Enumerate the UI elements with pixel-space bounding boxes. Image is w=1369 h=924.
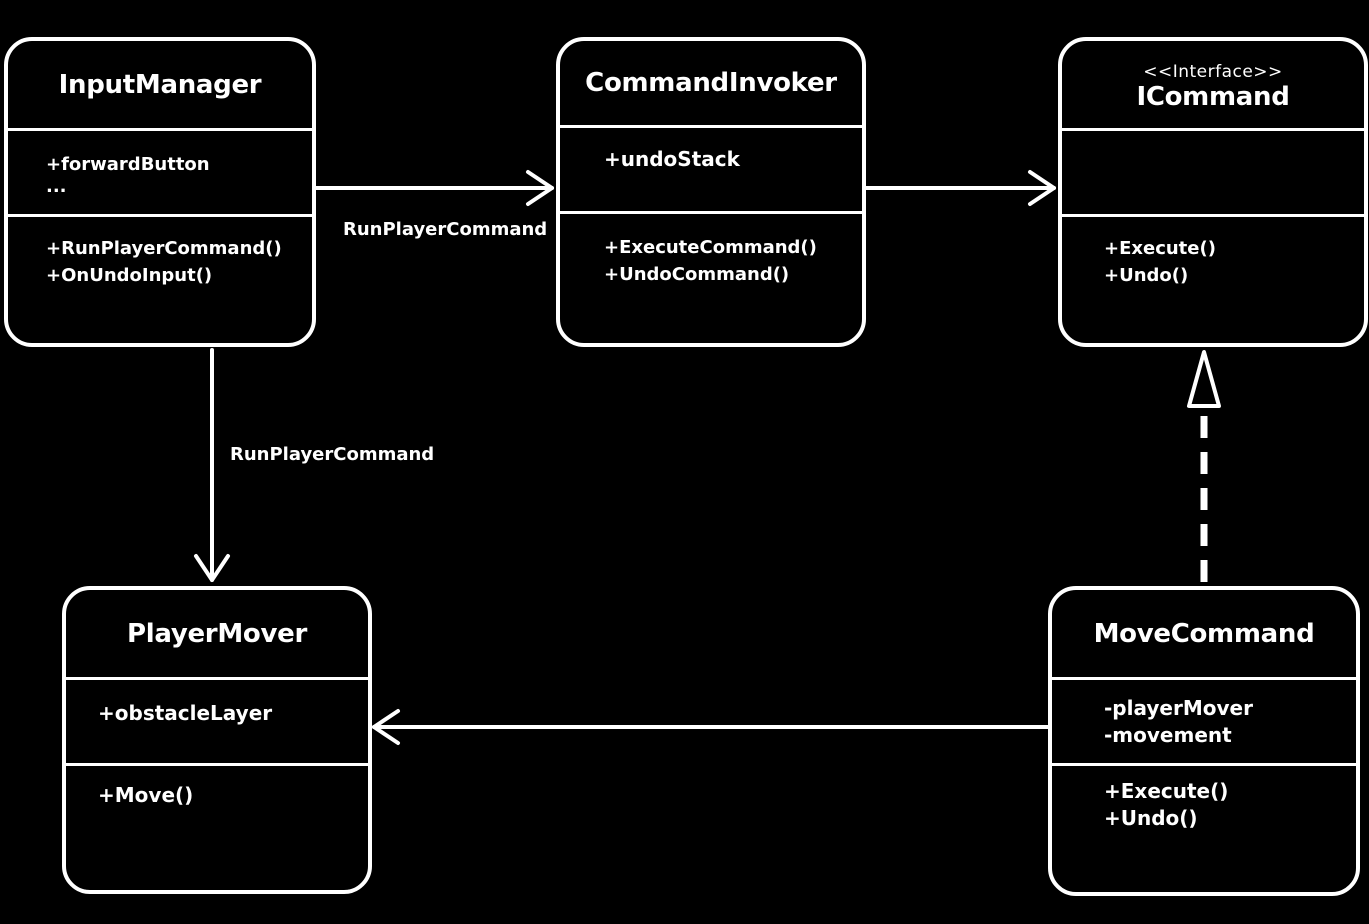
- attributes-compartment: [1062, 131, 1364, 217]
- attribute: -playerMover: [1104, 696, 1253, 720]
- attributes-compartment: +undoStack: [560, 128, 862, 214]
- class-stereotype: <<Interface>>: [1143, 61, 1283, 82]
- operation: +Execute(): [1104, 779, 1229, 803]
- class-name: InputManager: [58, 69, 262, 100]
- attributes-compartment: -playerMover -movement: [1052, 680, 1356, 766]
- operations-compartment: +Execute() +Undo(): [1062, 217, 1364, 343]
- class-name: MoveCommand: [1093, 618, 1315, 649]
- class-player-mover[interactable]: PlayerMover +obstacleLayer +Move(): [62, 586, 372, 894]
- class-icommand[interactable]: <<Interface>> ICommand +Execute() +Undo(…: [1058, 37, 1368, 347]
- operations-compartment: +Execute() +Undo(): [1052, 766, 1356, 892]
- attribute: -movement: [1104, 723, 1232, 747]
- attribute: +forwardButton: [46, 154, 210, 175]
- operation: +Undo(): [1104, 265, 1189, 286]
- class-input-manager[interactable]: InputManager +forwardButton ... +RunPlay…: [4, 37, 316, 347]
- operations-compartment: +ExecuteCommand() +UndoCommand(): [560, 214, 862, 343]
- operation: +UndoCommand(): [604, 264, 790, 285]
- arrowhead-open-icommand: [1028, 170, 1056, 206]
- arrowhead-open-invoker: [526, 170, 554, 206]
- attribute: +undoStack: [604, 147, 740, 171]
- arrowhead-open-mover: [194, 554, 230, 582]
- operation: +Undo(): [1104, 806, 1198, 830]
- attribute: +obstacleLayer: [98, 701, 273, 725]
- operation: +RunPlayerCommand(): [46, 238, 282, 259]
- class-header: PlayerMover: [66, 590, 368, 680]
- class-header: CommandInvoker: [560, 41, 862, 128]
- class-move-command[interactable]: MoveCommand -playerMover -movement +Exec…: [1048, 586, 1360, 896]
- arrowhead-open-mover-left: [372, 709, 400, 745]
- relation-label-input-to-invoker: RunPlayerCommand: [343, 219, 548, 240]
- operation: +Execute(): [1104, 238, 1216, 259]
- attribute: ...: [46, 176, 67, 197]
- class-header: InputManager: [8, 41, 312, 131]
- attributes-compartment: +forwardButton ...: [8, 131, 312, 217]
- class-name: ICommand: [1136, 81, 1290, 112]
- relation-label-input-to-mover: RunPlayerCommand: [230, 444, 435, 465]
- class-header: MoveCommand: [1052, 590, 1356, 680]
- class-name: PlayerMover: [127, 618, 307, 649]
- class-header: <<Interface>> ICommand: [1062, 41, 1364, 131]
- operations-compartment: +Move(): [66, 766, 368, 890]
- operation: +OnUndoInput(): [46, 265, 213, 286]
- arrowhead-hollow-triangle: [1187, 350, 1221, 408]
- class-command-invoker[interactable]: CommandInvoker +undoStack +ExecuteComman…: [556, 37, 866, 347]
- operation: +Move(): [98, 783, 194, 807]
- operations-compartment: +RunPlayerCommand() +OnUndoInput(): [8, 217, 312, 343]
- class-name: CommandInvoker: [585, 68, 837, 98]
- attributes-compartment: +obstacleLayer: [66, 680, 368, 766]
- operation: +ExecuteCommand(): [604, 237, 817, 258]
